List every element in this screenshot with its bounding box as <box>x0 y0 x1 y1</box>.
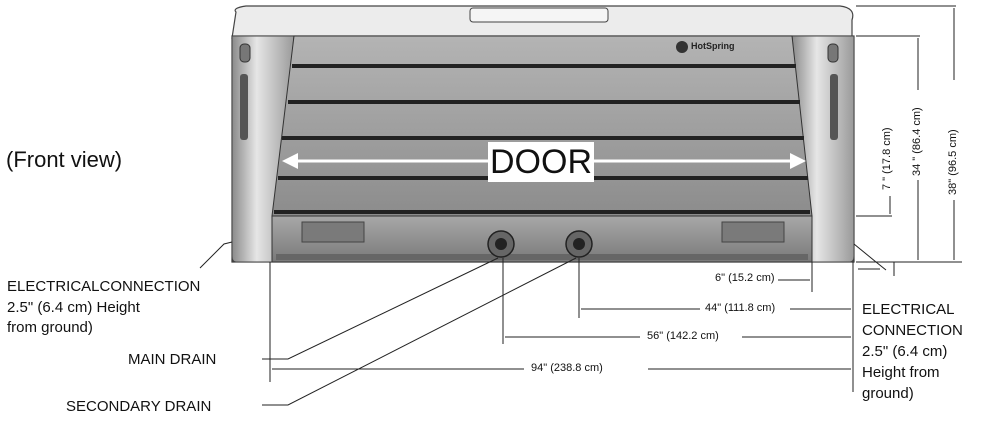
dimension-38in: 38" (96.5 cm) <box>947 127 960 197</box>
door-label: DOOR <box>488 142 594 182</box>
electrical-connection-right-line1: ELECTRICAL <box>862 301 955 318</box>
dimension-56in: 56" (142.2 cm) <box>644 330 722 343</box>
secondary-drain-fitting <box>565 230 593 258</box>
electrical-connection-left-line1: ELECTRICALCONNECTION <box>7 278 201 295</box>
door-width-arrow <box>282 153 806 169</box>
door-panel <box>271 35 813 217</box>
leader-lines <box>199 241 887 406</box>
electrical-connection-right-line4: Height from <box>862 364 940 381</box>
lid-handle <box>469 7 609 23</box>
brand-logo-icon <box>676 40 688 53</box>
main-drain-fitting <box>487 230 515 258</box>
dimension-lines <box>269 5 962 392</box>
dimension-44in: 44" (111.8 cm) <box>702 302 779 315</box>
electrical-connection-right-line2: CONNECTION <box>862 322 963 339</box>
dimension-94in: 94" (238.8 cm) <box>528 362 606 375</box>
main-drain-label: MAIN DRAIN <box>128 351 217 368</box>
electrical-connection-right-line5: ground) <box>862 385 914 402</box>
dimension-6in: 6" (15.2 cm) <box>712 272 778 285</box>
view-label: (Front view) <box>6 147 123 172</box>
brand-logo: HotSpring <box>676 39 746 53</box>
electrical-connection-right-line3: 2.5" (6.4 cm) <box>862 343 948 360</box>
dimension-34in: 34 " (86.4 cm) <box>911 105 924 178</box>
dimension-7in: 7 " (17.8 cm) <box>881 125 894 192</box>
secondary-drain-label: SECONDARY DRAIN <box>66 398 212 415</box>
electrical-connection-left-line2: 2.5" (6.4 cm) Height <box>7 299 140 316</box>
electrical-connection-left-line3: from ground) <box>7 319 93 336</box>
